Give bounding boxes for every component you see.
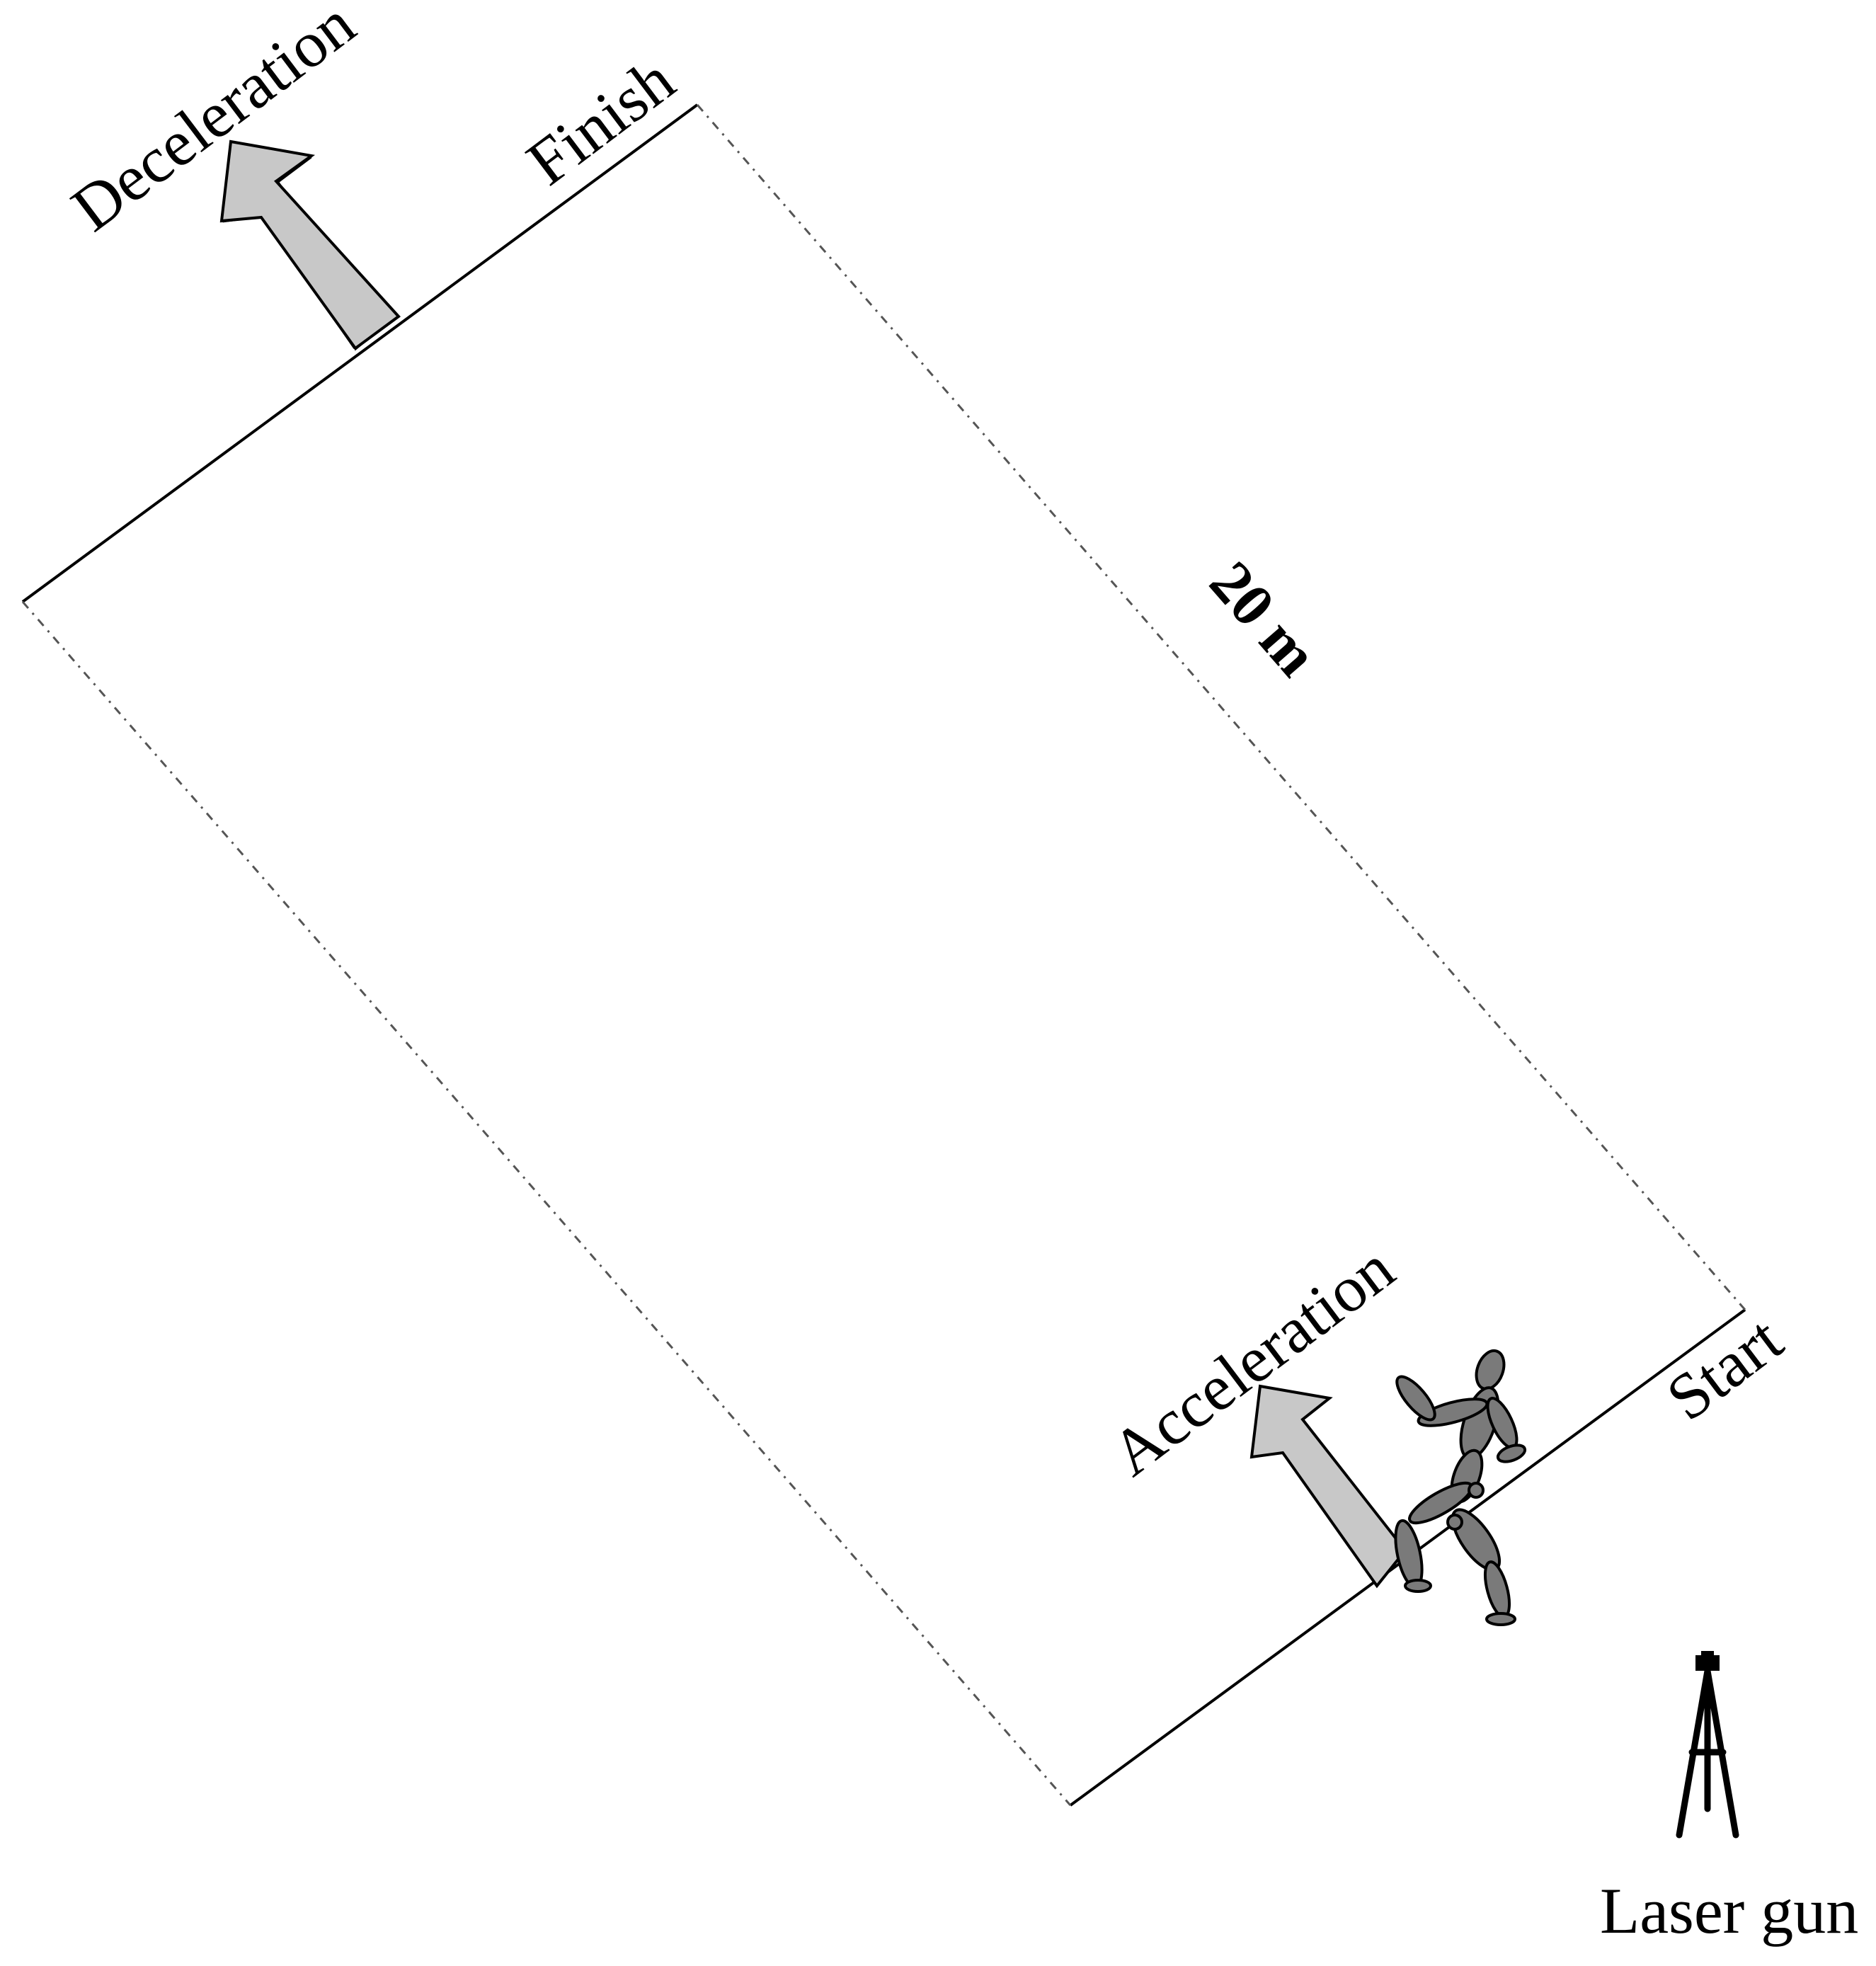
finish-line (21, 103, 699, 603)
right-lane-boundary (696, 104, 1746, 1310)
left-lane-boundary (21, 601, 1072, 1806)
start-label: Start (1654, 1303, 1796, 1434)
distance-label: 20 m (1197, 548, 1332, 688)
deceleration-arrow-body (219, 139, 401, 350)
deceleration-label: Deceleration (59, 0, 368, 245)
laser-gun-label: Laser gun (1600, 1875, 1858, 1947)
acceleration-arrow-icon (1249, 1384, 1407, 1589)
runner-icon (1394, 1349, 1527, 1626)
laser-gun-icon (1676, 1651, 1739, 1839)
